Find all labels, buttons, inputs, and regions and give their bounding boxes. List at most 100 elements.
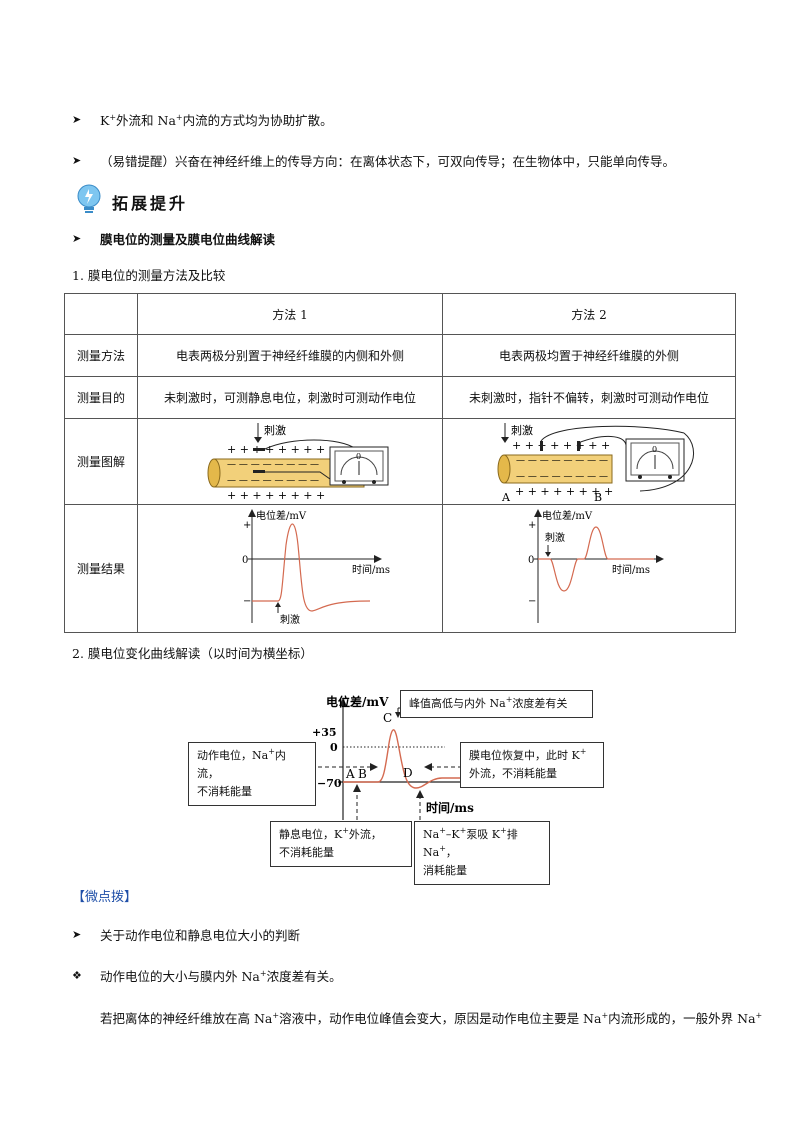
arrow-bullet-icon: ➤ [72, 232, 82, 245]
b1-text-b: 外流和 Na [116, 113, 176, 128]
potential-graph-2: 电位差/mV 时间/ms + 0 − 刺激 [528, 509, 664, 623]
cell-purpose-2: 未刺激时，指针不偏转，刺激时可测动作电位 [442, 376, 736, 419]
note-pump-sup-b: + [459, 826, 467, 835]
g2-stim: 刺激 [545, 531, 565, 544]
diamond-sup: + [259, 969, 267, 978]
table-corner-cell [64, 293, 138, 335]
arrow-bullet-icon: ➤ [72, 113, 82, 126]
point-d: D [403, 766, 413, 780]
b1-sup-a: + [109, 113, 117, 122]
diamond-point: ❖ 动作电位的大小与膜内外 Na+浓度差有关。 [72, 966, 342, 985]
d2-minus-bot: — — — — — — — — [516, 472, 608, 482]
table-head-method-2: 方法 2 [442, 293, 736, 335]
note-peak-a: 峰值高低与内外 Na [409, 697, 506, 710]
diamond-bullet-icon: ❖ [72, 969, 82, 982]
note-recovery-box: 膜电位恢复中，此时 K+ 外流，不消耗能量 [460, 742, 604, 788]
tick-minus-70: −70 [317, 777, 342, 790]
subheading-membrane-potential: ➤ 膜电位的测量及膜电位曲线解读 [72, 229, 275, 248]
b1-text-c: 内流的方式均为协助扩散。 [182, 113, 333, 128]
row-label-purpose: 测量目的 [64, 376, 138, 419]
d1-plus-bot: + + + + + + + + [227, 489, 325, 501]
note-pump-e: ， [445, 846, 457, 859]
note-peak-box: 峰值高低与内外 Na+浓度差有关 [400, 690, 593, 718]
d1-plus-top: + + + + + + + + [227, 443, 325, 456]
g1-minus: − [243, 596, 251, 607]
d1-meter-zero: 0 [356, 452, 361, 461]
nerve-diagram-1: 刺激 + + + + + + + + — — — — — — — — — — —… [207, 423, 389, 502]
d2-stim-label: 刺激 [511, 423, 533, 437]
para-b: 溶液中，动作电位峰值会变大，原因是动作电位主要是 Na [279, 1011, 602, 1026]
arrow-bullet-icon: ➤ [72, 928, 82, 941]
potential-graph-1: 电位差/mV 时间/ms + 0 − 刺激 [242, 509, 390, 626]
note-rec-line2: 外流，不消耗能量 [469, 767, 557, 780]
note-ap-sup: + [268, 747, 275, 756]
bullet-conduction-direction: ➤ （易错提醒）兴奋在神经纤维上的传导方向：在离体状态下，可双向传导；在生物体中… [72, 151, 675, 170]
para-c: 内流形成的，一般外界 Na [608, 1011, 756, 1026]
note-rest-b: 外流， [348, 828, 382, 841]
point-c: C [383, 711, 392, 725]
g1-zero: 0 [242, 555, 248, 566]
g2-xlabel: 时间/ms [612, 563, 650, 576]
note-ap-line2: 不消耗能量 [197, 785, 252, 798]
diamond-text-b: 浓度差有关。 [266, 969, 342, 984]
b2-text: （易错提醒）兴奋在神经纤维上的传导方向：在离体状态下，可双向传导；在生物体中，只… [100, 154, 676, 169]
g2-plus: + [528, 520, 536, 531]
note-pump-line2: 消耗能量 [423, 864, 467, 877]
d2-minus-top: — — — — — — — — [516, 456, 608, 466]
note-pump-sup-a: + [439, 826, 446, 835]
note-rest-line2: 不消耗能量 [279, 846, 334, 859]
note-ap-b: 内流， [197, 749, 286, 780]
note-pump-c: 泵吸 K [466, 828, 501, 841]
explanation-paragraph: 若把离体的神经纤维放在高 Na+溶液中，动作电位峰值会变大，原因是动作电位主要是… [100, 1008, 762, 1027]
curve-xlabel: 时间/ms [426, 800, 474, 815]
curve-ylabel: 电位差/mV [326, 694, 389, 709]
sub2-text: 关于动作电位和静息电位大小的判断 [100, 928, 301, 943]
cell-diagram-1: 刺激 + + + + + + + + — — — — — — — — — — —… [137, 418, 443, 505]
d1-minus-top: — — — — — — — — [227, 460, 319, 470]
item-1-heading: 1. 膜电位的测量方法及比较 [72, 268, 226, 283]
row-label-method: 测量方法 [64, 334, 138, 377]
cell-purpose-1: 未刺激时，可测静息电位，刺激时可测动作电位 [137, 376, 443, 419]
table-head-method-1: 方法 1 [137, 293, 443, 335]
point-a: A [345, 767, 355, 781]
g1-xlabel: 时间/ms [352, 563, 390, 576]
g2-ylabel: 电位差/mV [542, 509, 593, 522]
note-peak-sup: + [505, 695, 513, 704]
tip-open: 【 [72, 890, 86, 905]
cell-method-2: 电表两极均置于神经纤维膜的外侧 [442, 334, 736, 377]
cell-diagram-2: 刺激 + + + + + + + + — — — — — — — — — — —… [442, 418, 736, 505]
d2-plus-top: + + + + + + + + [512, 439, 610, 452]
note-peak-b: 浓度差有关 [512, 697, 568, 710]
g1-ylabel: 电位差/mV [256, 509, 307, 522]
note-rec-a: 膜电位恢复中，此时 K [469, 749, 580, 762]
note-action-potential-box: 动作电位，Na+内流， 不消耗能量 [188, 742, 316, 806]
d2-label-b: B [594, 491, 602, 501]
d2-label-a: A [501, 491, 511, 501]
g1-plus: + [243, 520, 251, 531]
cell-graph-2: 电位差/mV 时间/ms + 0 − 刺激 [442, 504, 736, 633]
lightbulb-icon [74, 183, 104, 215]
subheading-judgement: ➤ 关于动作电位和静息电位大小的判断 [72, 925, 300, 944]
note-pump-sup-d: + [439, 844, 446, 853]
note-resting-box: 静息电位，K+外流， 不消耗能量 [270, 821, 412, 867]
para-sup-c: + [755, 1011, 763, 1020]
note-pump-a: Na [423, 828, 440, 841]
d2-meter-zero: 0 [652, 445, 657, 454]
bullet-k-na-diffusion: ➤ K+外流和 Na+内流的方式均为协助扩散。 [72, 110, 333, 129]
note-rec-sup: + [579, 747, 587, 756]
b1-sup-b: + [175, 113, 183, 122]
g1-stim: 刺激 [280, 613, 300, 626]
cell-method-1: 电表两极分别置于神经纤维膜的内侧和外侧 [137, 334, 443, 377]
row-label-result: 测量结果 [64, 504, 138, 633]
note-pump-box: Na+–K+泵吸 K+排 Na+， 消耗能量 [414, 821, 550, 885]
cell-graph-1: 电位差/mV 时间/ms + 0 − 刺激 [137, 504, 443, 633]
tip-label: 微点拨 [85, 890, 125, 905]
nerve-diagram-2: 刺激 + + + + + + + + — — — — — — — — — — —… [497, 423, 694, 504]
sub1-text: 膜电位的测量及膜电位曲线解读 [100, 232, 276, 247]
para-sup-b: + [601, 1011, 609, 1020]
d1-stim-label: 刺激 [264, 423, 286, 437]
tip-header: 【微点拨】 [72, 886, 137, 905]
note-ap-a: 动作电位，Na [197, 749, 269, 762]
row-label-diagram: 测量图解 [64, 418, 138, 505]
note-pump-sup-c: + [500, 826, 507, 835]
